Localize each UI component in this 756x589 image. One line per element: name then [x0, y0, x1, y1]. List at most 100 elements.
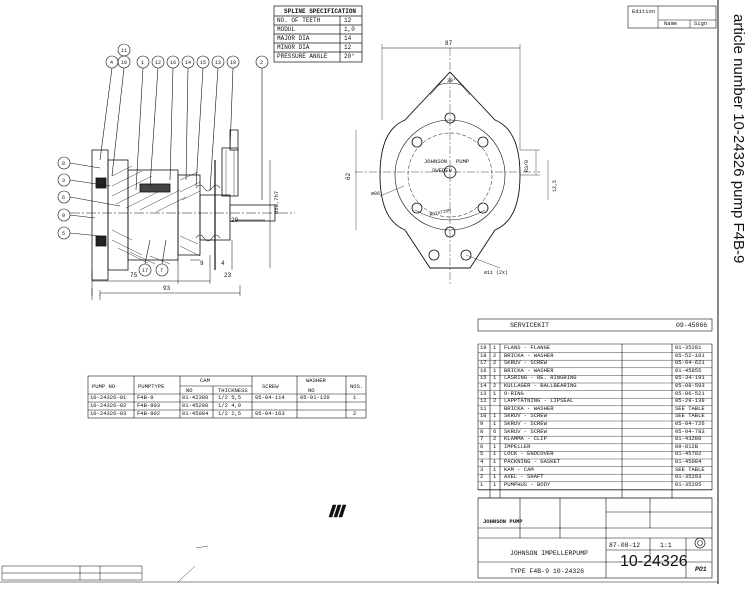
- part-qty: 1: [493, 420, 497, 427]
- part-qty: 1: [493, 374, 497, 382]
- part-qty: 1: [493, 473, 497, 481]
- part-pos: 7: [480, 435, 484, 443]
- pump-table-header: SCREW: [262, 383, 279, 390]
- pump-table-cell: 10-24326-03: [90, 410, 127, 417]
- drawing-title: JOHNSON IMPELLERPUMP: [510, 550, 589, 557]
- part-number: 01-45084: [675, 458, 702, 465]
- pump-table-cell: F4B-903: [137, 402, 161, 409]
- part-pos: 11: [480, 404, 487, 412]
- part-pos: 5: [480, 450, 484, 458]
- spline-table-frame: [273, 5, 363, 63]
- part-number: 05-34-191: [675, 374, 705, 382]
- part-number: SEE TABLE: [675, 404, 705, 412]
- part-name: KULLAGER - BALLBEARING: [504, 382, 577, 389]
- part-pos: 1: [480, 480, 484, 488]
- spline-row-name: MODUL: [277, 26, 296, 33]
- part-name: FLANS - FLANGE: [504, 344, 551, 351]
- pump-table-cell: 05-04-163: [255, 410, 285, 417]
- part-name: KAM - CAM: [504, 465, 534, 473]
- part-name: SKRUV - SCREW: [504, 420, 547, 427]
- drawing-scale: 1:1: [660, 542, 672, 549]
- pump-table-cell: 10-24326-01: [90, 394, 127, 401]
- dim-shaft-dia: ø50,7h7: [273, 191, 280, 214]
- part-qty: 2: [493, 397, 497, 405]
- part-pos: 2: [480, 473, 484, 481]
- part-name: BRICKA - WASHER: [504, 404, 554, 412]
- part-number: 05-04-621: [675, 359, 705, 367]
- part-pos: 10: [480, 412, 487, 420]
- dim-20: 20: [231, 217, 239, 224]
- title-block-frame: [328, 497, 713, 579]
- part-pos: 4: [480, 458, 484, 465]
- pump-table-cell: 2: [353, 410, 357, 417]
- drawing-date: 87-08-12: [609, 542, 641, 549]
- spline-row-name: MINOR DIA: [277, 44, 310, 51]
- balloon-top-7: 13: [215, 60, 221, 66]
- front-country: SWEDEN: [432, 167, 452, 174]
- part-name: BRICKA - WASHER: [504, 366, 554, 374]
- spline-row-name: PRESSURE ANGLE: [277, 53, 328, 60]
- part-pos: 6: [480, 442, 484, 450]
- part-qty: 2: [493, 351, 497, 359]
- pump-table-cell: 05-04-114: [255, 394, 285, 401]
- balloon-top-6: 15: [200, 60, 206, 66]
- pump-table-cell: 10-24326-02: [90, 402, 127, 409]
- dim-front-height: 62: [345, 172, 352, 180]
- spline-row-name: MAJOR DIA: [277, 35, 310, 42]
- part-pos: 12: [480, 397, 487, 405]
- servicekit-label: SERVICEKIT: [510, 322, 550, 329]
- pump-table-cell: 01-45084: [182, 410, 209, 417]
- corner-name: Name: [664, 20, 678, 27]
- balloon-top-2: 1: [141, 60, 144, 66]
- article-label: article number 10-24326 pump F4B-9: [730, 14, 747, 264]
- balloon-left-0: 8: [62, 161, 65, 167]
- pump-table-frame: [87, 375, 367, 419]
- dim-23: 23: [224, 272, 232, 279]
- side-label-area: article number 10-24326 pump F4B-9: [723, 14, 753, 314]
- parts-row-lines: [478, 352, 712, 490]
- part-pos: 18: [480, 351, 487, 359]
- balloon-left-4: 5: [62, 231, 65, 237]
- part-qty: 1: [493, 442, 497, 450]
- part-number: 05-52-101: [675, 351, 705, 359]
- dim-front-r: R3/8: [524, 160, 530, 172]
- part-name: O-RING: [504, 389, 524, 397]
- balloon-top-5: 14: [185, 60, 191, 66]
- part-number: 01-35293: [675, 473, 702, 481]
- spline-row-value: 20°: [344, 53, 355, 60]
- corner-edition: Edition: [632, 8, 656, 15]
- side-section-view: ø50,7h7 20 9 4 75 23 93 11 4 10 1 12 16 …: [57, 43, 295, 300]
- pump-table-subheader: THICKNESS: [218, 387, 248, 394]
- part-number: 05-08-593: [675, 382, 705, 389]
- part-qty: 2: [493, 435, 497, 443]
- pump-table-header: NOS.: [350, 383, 364, 390]
- pump-table-cell: F4B-902: [137, 410, 161, 417]
- part-name: SKRUV - SCREW: [504, 359, 547, 367]
- part-number: 05-04-726: [675, 420, 705, 427]
- pump-table-header: WASHER: [306, 377, 326, 384]
- bottom-left-box: [1, 565, 143, 581]
- part-pos: 8: [480, 427, 484, 435]
- servicekit-no: 09-45066: [676, 322, 708, 329]
- drawing-sheet-no: PO1: [695, 566, 707, 573]
- part-name: BRICKA - WASHER: [504, 351, 554, 359]
- spline-title: SPLINE SPECIFICATION: [284, 8, 357, 15]
- balloon-bottom-0: 17: [142, 268, 148, 274]
- pump-table-cell: 1/2 2,5: [218, 410, 242, 417]
- part-name: PACKNING - GASKET: [504, 458, 561, 465]
- part-qty: 1: [493, 458, 497, 465]
- balloon-top-1: 10: [121, 60, 127, 66]
- part-qty: 1: [493, 389, 497, 397]
- part-name: LAPPTÄTNING - LIPSEAL: [504, 397, 574, 405]
- part-pos: 9: [480, 420, 484, 427]
- part-pos: 14: [480, 382, 487, 389]
- part-pos: 19: [480, 344, 487, 351]
- part-pos: 13: [480, 389, 487, 397]
- spline-row-value: 14: [344, 35, 352, 42]
- part-qty: 2: [493, 359, 497, 367]
- dim-93: 93: [163, 285, 171, 292]
- pump-table-cell: 1: [353, 394, 357, 401]
- part-name: PUMPHUS - BODY: [504, 480, 551, 488]
- part-name: KLAMMA - CLIP: [504, 435, 547, 443]
